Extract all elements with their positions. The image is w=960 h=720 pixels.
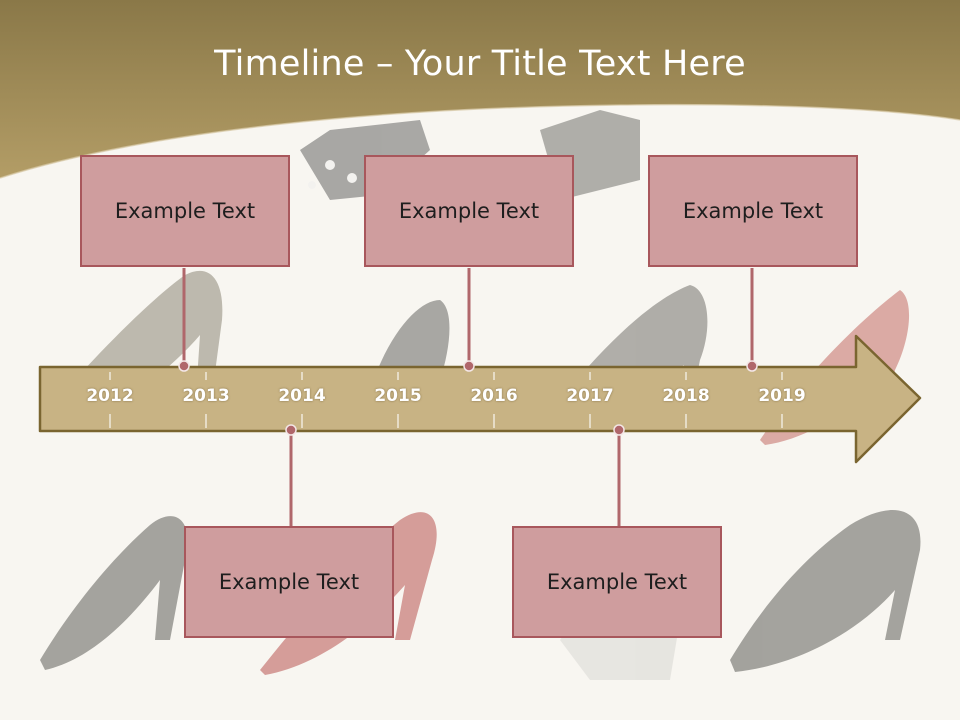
event-box: Example Text xyxy=(648,155,858,267)
event-box: Example Text xyxy=(512,526,722,638)
year-label: 2013 xyxy=(182,386,230,406)
year-label: 2015 xyxy=(374,386,422,406)
slide-title: Timeline – Your Title Text Here xyxy=(214,44,746,84)
event-box: Example Text xyxy=(364,155,574,267)
event-box: Example Text xyxy=(80,155,290,267)
year-label: 2018 xyxy=(662,386,710,406)
year-ticks xyxy=(109,372,783,428)
year-label: 2014 xyxy=(278,386,326,406)
connectors xyxy=(178,268,758,526)
year-label: 2019 xyxy=(758,386,806,406)
timeline-arrow xyxy=(38,334,922,464)
year-label: 2017 xyxy=(566,386,614,406)
event-box: Example Text xyxy=(184,526,394,638)
year-label: 2012 xyxy=(86,386,134,406)
year-label: 2016 xyxy=(470,386,518,406)
